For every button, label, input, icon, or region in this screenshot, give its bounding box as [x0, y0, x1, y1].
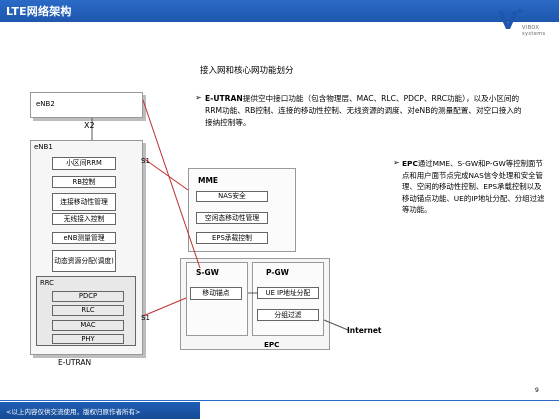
- vibox-logo-icon: [498, 9, 522, 29]
- sgw-function-box: 移动锚点: [190, 287, 242, 300]
- enb-function-box: eNB测量管理: [52, 232, 116, 244]
- internet-link: [323, 319, 349, 331]
- enb2-box: eNB2: [30, 92, 143, 118]
- pgw-function-box: UE IP地址分配: [257, 287, 319, 299]
- footer-divider: [0, 400, 559, 401]
- epc-text: 通过MME、S-GW和P-GW等控制面节点和用户面节点完成NAS信令处理和安全管…: [402, 159, 545, 214]
- s1-label-bottom: S1: [141, 314, 150, 322]
- enb-function-box: 连接移动性管理: [52, 193, 116, 211]
- bullet-arrow-icon: ➢: [195, 93, 202, 102]
- enb-function-box: RB控制: [52, 176, 116, 188]
- epc-label: EPC: [264, 340, 280, 349]
- mme-function-box: 空闲态移动性管理: [196, 212, 268, 224]
- page-number: 9: [535, 387, 539, 394]
- eutran-description: E-UTRAN提供空中接口功能（包含物理层、MAC、RLC、PDCP、RRC功能…: [205, 93, 525, 129]
- s1-link-enb2: [142, 99, 201, 269]
- internet-label: Internet: [347, 326, 382, 335]
- mme-function-box: EPS承载控制: [196, 232, 268, 244]
- mme-label: MME: [198, 176, 219, 185]
- s1-link-sgw: [142, 297, 187, 317]
- stack-layer-phy: PHY: [52, 334, 124, 344]
- stack-layer-rlc: RLC: [52, 305, 124, 316]
- pgw-box: [252, 262, 324, 336]
- main-title: 接入网和核心网功能划分: [200, 66, 294, 76]
- enb-function-box: 无线接入控制: [52, 213, 116, 225]
- x2-label: X2: [84, 121, 95, 130]
- pgw-label: P-GW: [266, 268, 289, 277]
- header-bar: [0, 0, 559, 22]
- pgw-function-box: 分组过滤: [257, 309, 319, 321]
- eutran-text: 提供空中接口功能（包含物理层、MAC、RLC、PDCP、RRC功能），以及小区间…: [205, 94, 522, 127]
- eutran-label: E-UTRAN: [58, 358, 92, 367]
- slide-title: LTE网络架构: [6, 5, 72, 18]
- eutran-prefix: E-UTRAN: [205, 94, 243, 103]
- footer-text: <以上内容仅供交流使用，版权归原作者所有>: [6, 408, 141, 416]
- stack-layer-mac: MAC: [52, 320, 124, 331]
- s1-link-mme: [142, 157, 189, 191]
- epc-prefix: EPC: [402, 159, 418, 168]
- logo-text: VIBOX systems: [522, 25, 546, 37]
- bullet-arrow-icon: ➢: [393, 158, 400, 167]
- rrc-label: RRC: [40, 279, 54, 287]
- enb1-label: eNB1: [34, 143, 53, 151]
- stack-layer-pdcp: PDCP: [52, 291, 124, 302]
- sgw-label: S-GW: [196, 268, 219, 277]
- s1-label-top: S1: [141, 157, 150, 165]
- enb-function-box: 小区间RRM: [52, 157, 116, 170]
- enb-function-box: 动态资源分配(调度): [52, 250, 116, 272]
- mme-function-box: NAS安全: [196, 191, 268, 202]
- epc-description: EPC通过MME、S-GW和P-GW等控制面节点和用户面节点完成NAS信令处理和…: [402, 158, 548, 216]
- enb2-label: eNB2: [36, 100, 55, 108]
- footer-bar: [0, 402, 200, 419]
